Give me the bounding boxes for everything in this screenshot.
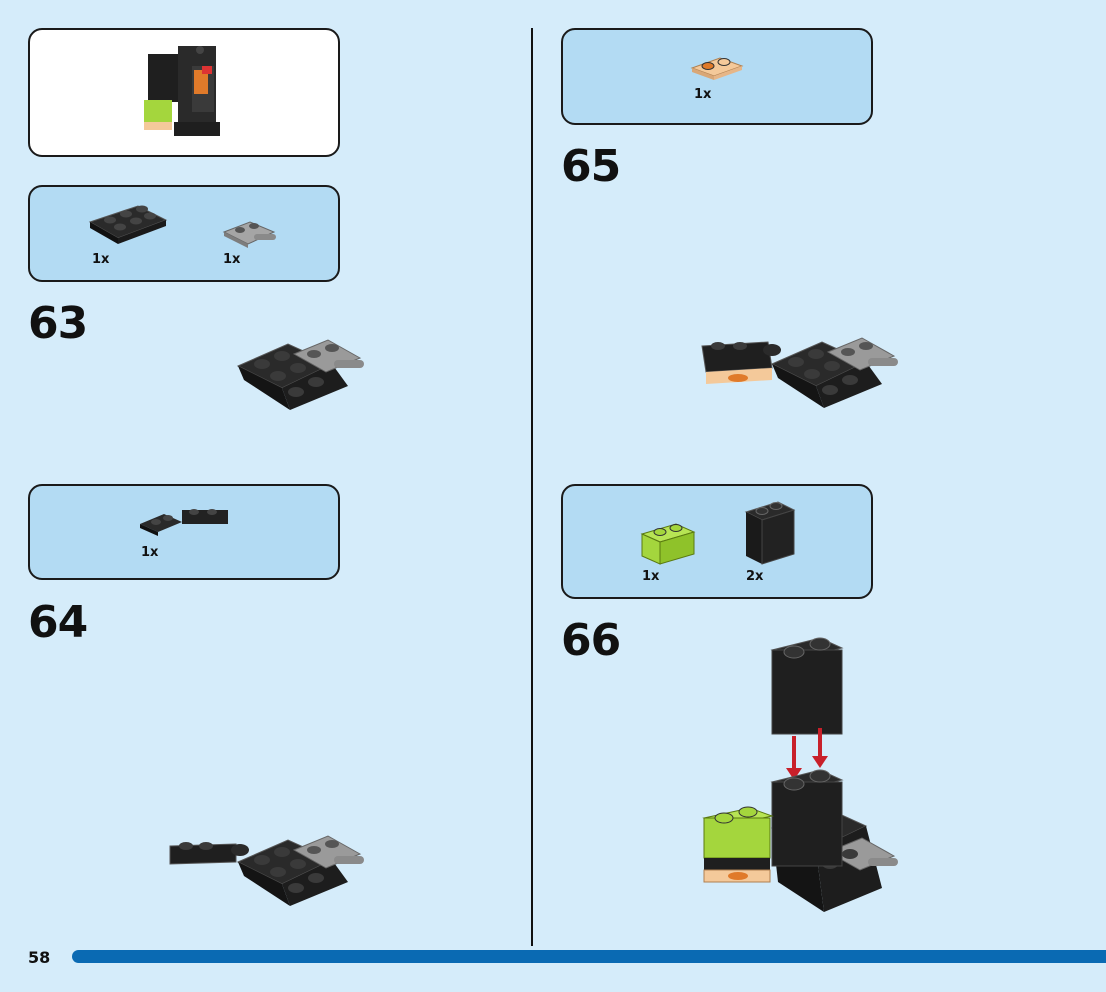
column-divider: [531, 28, 533, 946]
black-hinge-plate-icon: [140, 509, 228, 536]
part-qty-label: 2x: [746, 569, 764, 584]
parts-box-step-66: [561, 484, 873, 599]
page-number: 58: [28, 948, 51, 967]
black-plate-2x3-icon: [88, 205, 168, 244]
step-number: 63: [28, 298, 88, 349]
part-qty-label: 1x: [141, 545, 159, 560]
submodel-build-icon: [144, 46, 220, 136]
progress-bar: [72, 950, 1106, 963]
part-qty-label: 1x: [642, 569, 660, 584]
parts-box-step-63: [28, 185, 340, 282]
tan-printed-plate-icon: [690, 57, 744, 80]
part-qty-label: 1x: [92, 252, 110, 267]
step-number: 66: [561, 615, 621, 666]
step-65-assembly-icon: [701, 337, 898, 408]
step-63-assembly-icon: [236, 339, 364, 410]
part-qty-label: 1x: [694, 87, 712, 102]
step-number: 64: [28, 597, 88, 648]
step-66-assembly-icon: [702, 637, 898, 912]
step-64-assembly-icon: [169, 835, 364, 906]
step-number: 65: [561, 141, 621, 192]
part-qty-label: 1x: [223, 252, 241, 267]
black-brick-1x2x2-icon: [744, 501, 796, 565]
parts-box-step-64: [28, 484, 340, 580]
lime-brick-1x2-icon: [640, 523, 696, 565]
grey-plate-with-bars-icon: [222, 221, 276, 248]
